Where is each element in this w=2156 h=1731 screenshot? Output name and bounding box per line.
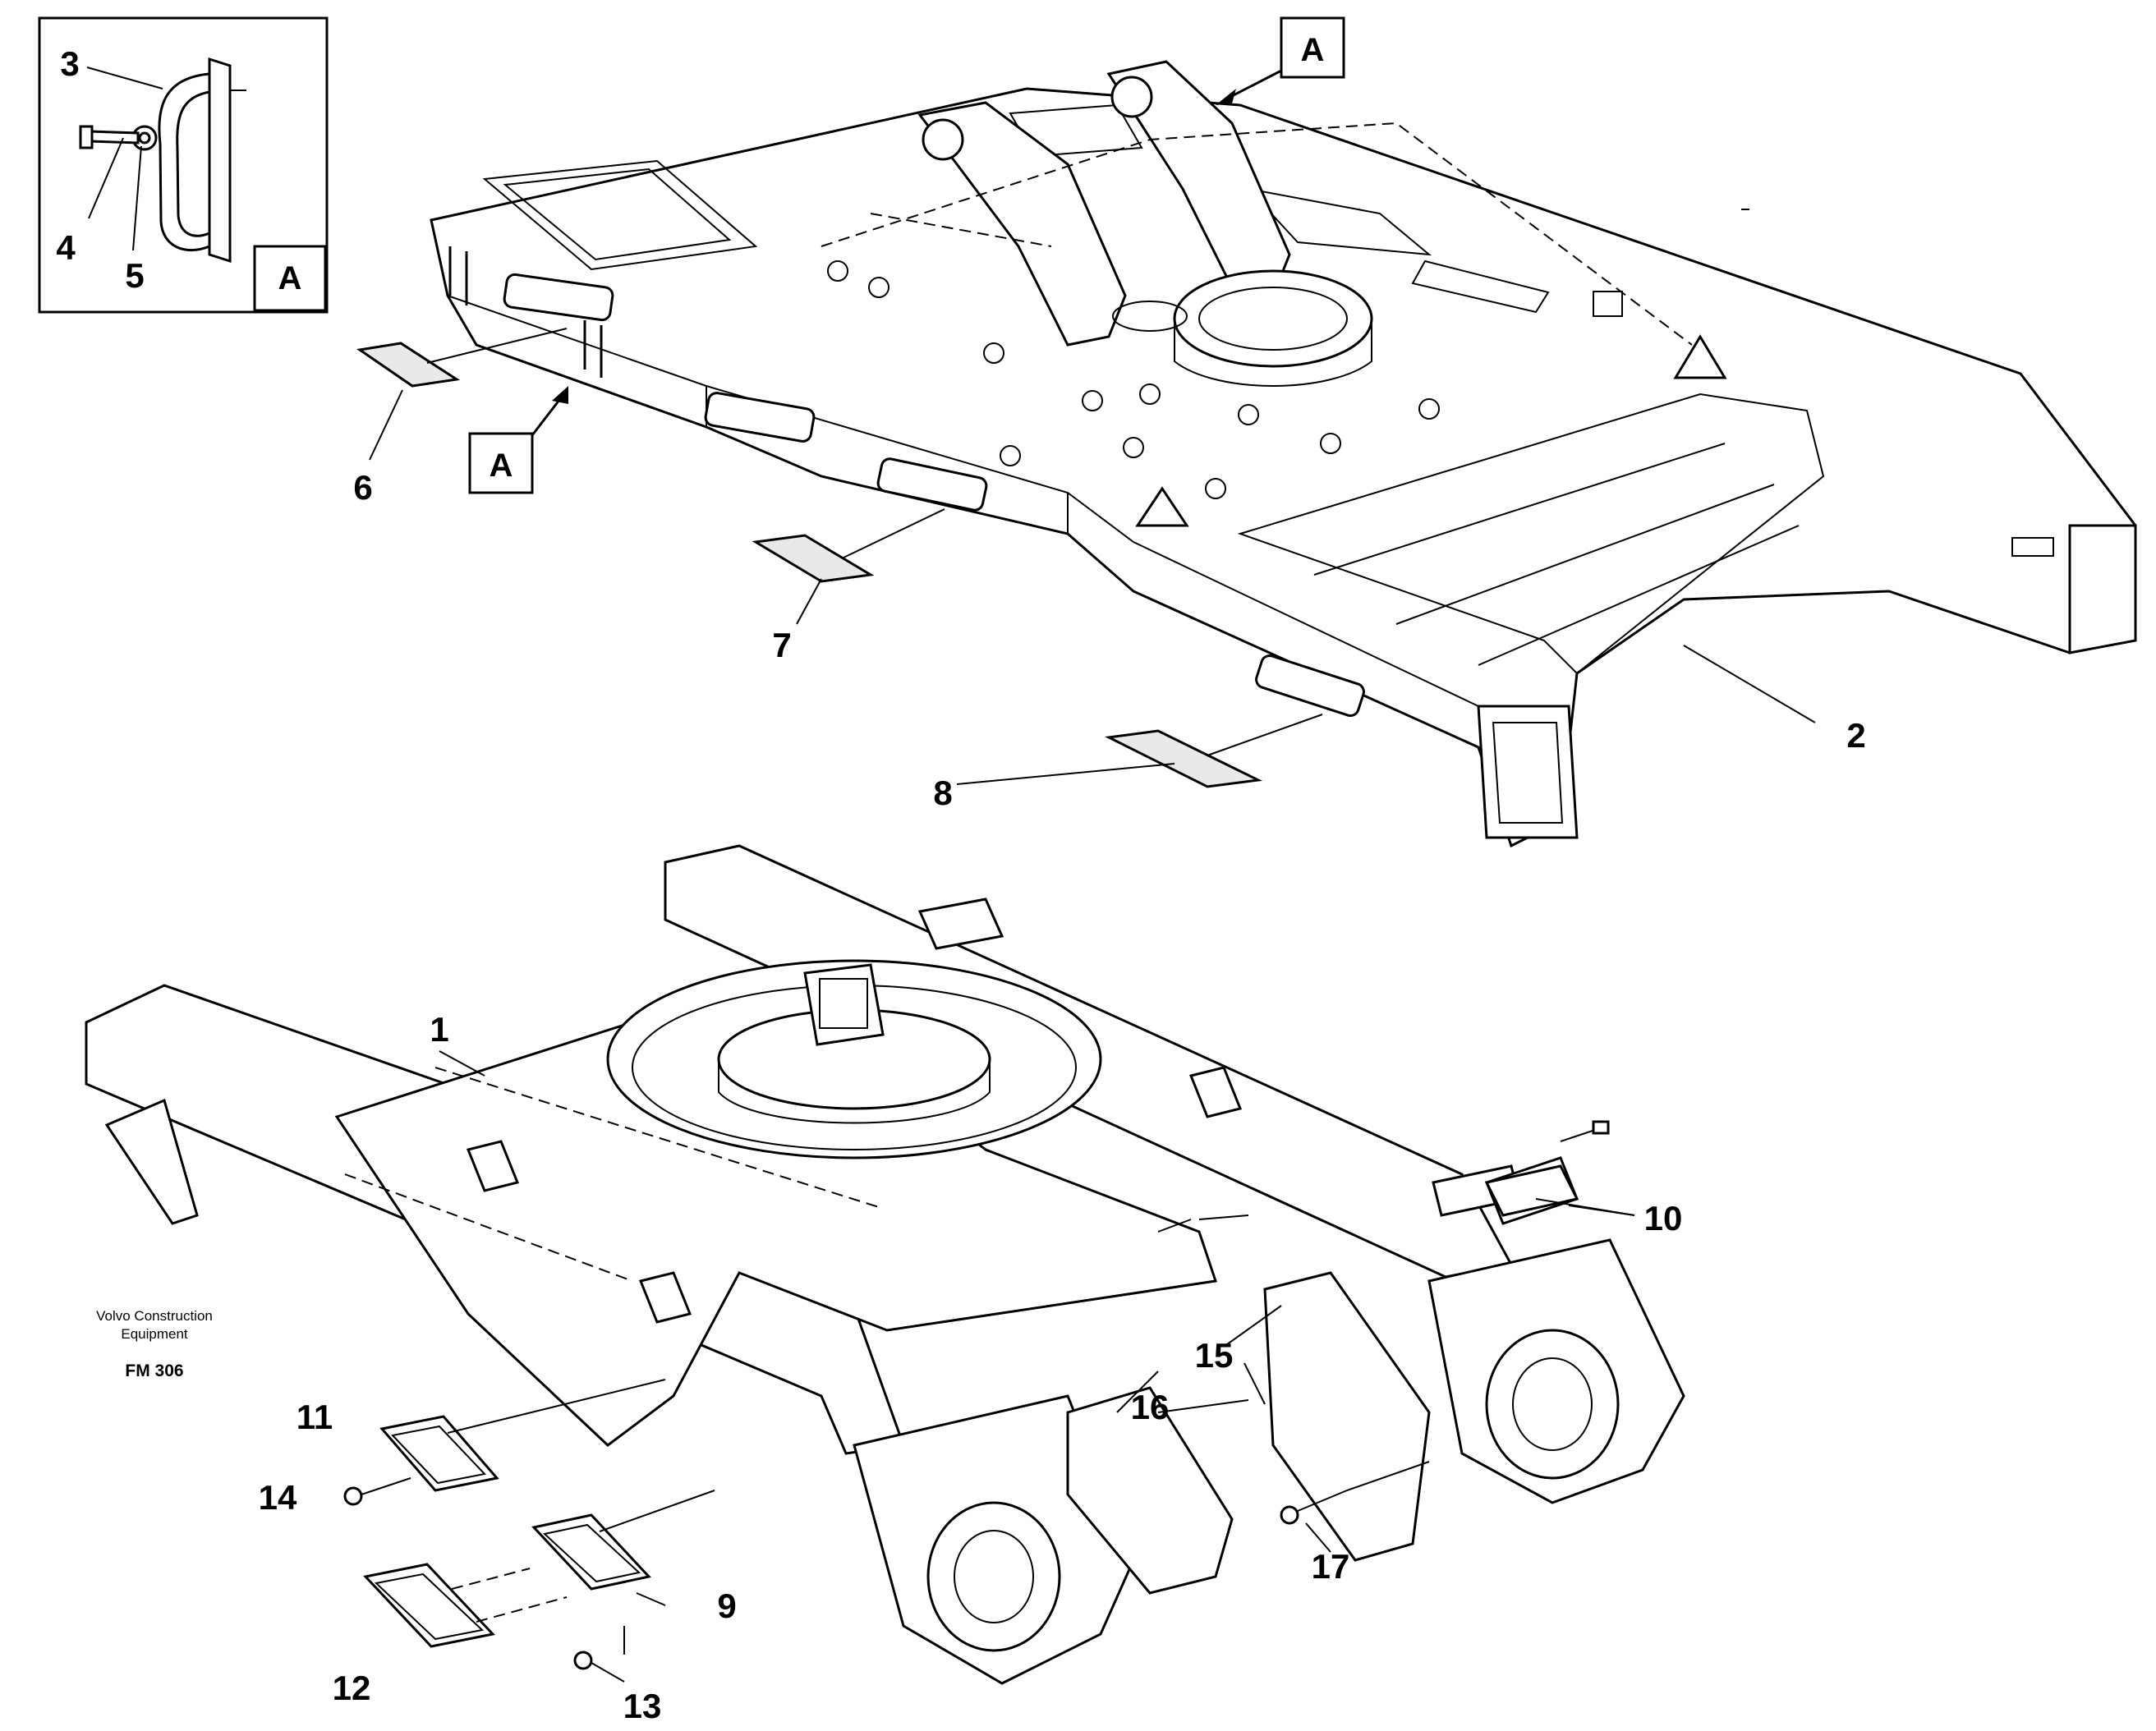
callout-5: 5 <box>125 256 144 295</box>
callout-1: 1 <box>430 1010 448 1049</box>
view-letter-side: A <box>490 448 513 484</box>
callout-6: 6 <box>353 468 372 507</box>
callout-9: 9 <box>717 1586 736 1625</box>
view-a-marker-top: A <box>1216 16 1345 105</box>
figure-code: FM 306 <box>125 1361 183 1380</box>
callout-11: 11 <box>297 1398 333 1436</box>
callout-14: 14 <box>259 1478 297 1517</box>
lower-undercarriage <box>85 844 1685 1685</box>
callout-17: 17 <box>1312 1547 1350 1586</box>
loose-parts <box>343 1120 1635 1683</box>
view-letter-top: A <box>1301 32 1325 68</box>
inset-view-letter: A <box>278 260 302 296</box>
callout-10: 10 <box>1644 1199 1683 1237</box>
detail-view-a-inset: A 3 4 5 <box>38 16 329 314</box>
callout-15: 15 <box>1195 1336 1234 1375</box>
callout-4: 4 <box>56 228 76 267</box>
brand-line-2: Equipment <box>121 1326 188 1342</box>
callout-12: 12 <box>333 1669 371 1707</box>
brand-line-1: Volvo Construction <box>96 1308 213 1324</box>
grab-handle-detail <box>79 57 246 264</box>
upper-frame <box>430 60 2137 848</box>
view-a-marker-side: A <box>468 386 568 494</box>
callout-3: 3 <box>60 44 79 83</box>
callout-16: 16 <box>1131 1388 1170 1426</box>
wear-pads <box>356 328 1816 788</box>
callout-8: 8 <box>933 774 952 812</box>
callout-13: 13 <box>623 1687 662 1725</box>
callout-7: 7 <box>772 626 791 664</box>
callout-2: 2 <box>1846 716 1865 755</box>
